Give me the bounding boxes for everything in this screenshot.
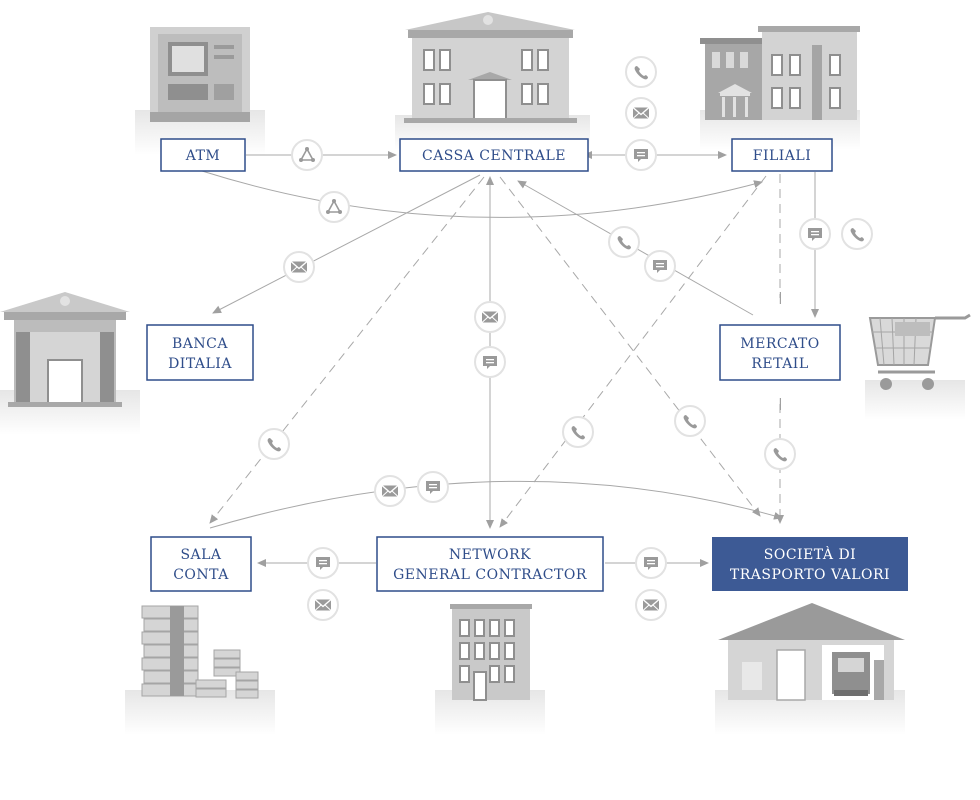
node-filiali-label: FILIALI bbox=[753, 148, 812, 164]
sala-conta-illustration bbox=[125, 605, 275, 735]
phone-icon bbox=[764, 438, 796, 470]
atm-illustration bbox=[135, 27, 265, 155]
node-atm-label: ATM bbox=[185, 148, 221, 164]
network-triangle-icon bbox=[291, 139, 323, 171]
node-mercato-retail[interactable]: MERCATO RETAIL bbox=[719, 324, 841, 381]
mail-icon bbox=[635, 589, 667, 621]
node-sala-conta[interactable]: SALA CONTA bbox=[150, 536, 252, 592]
chat-icon bbox=[417, 471, 449, 503]
node-societa[interactable]: SOCIETÀ DI TRASPORTO VALORI bbox=[712, 537, 908, 591]
node-cassa-centrale-label: CASSA CENTRALE bbox=[422, 148, 566, 164]
chat-icon bbox=[474, 346, 506, 378]
node-societa-line1: SOCIETÀ DI bbox=[764, 545, 856, 563]
phone-icon bbox=[841, 218, 873, 250]
mail-icon bbox=[307, 589, 339, 621]
mail-icon bbox=[374, 475, 406, 507]
network-triangle-icon bbox=[318, 191, 350, 223]
node-sala-conta-line1: SALA bbox=[180, 547, 221, 563]
phone-icon bbox=[562, 416, 594, 448]
node-banca-italia-line2: DITALIA bbox=[168, 356, 232, 372]
cassa-centrale-illustration bbox=[395, 12, 590, 150]
icon-badges bbox=[258, 56, 873, 621]
filiali-illustration bbox=[700, 26, 860, 150]
network-illustration bbox=[435, 604, 545, 735]
node-mercato-retail-line1: MERCATO bbox=[740, 336, 819, 352]
chat-icon bbox=[307, 547, 339, 579]
node-banca-italia[interactable]: BANCA DITALIA bbox=[146, 324, 254, 381]
node-cassa-centrale[interactable]: CASSA CENTRALE bbox=[399, 138, 589, 172]
banca-italia-illustration bbox=[0, 292, 140, 435]
chat-icon bbox=[625, 139, 657, 171]
mail-icon bbox=[625, 97, 657, 129]
mercato-retail-illustration bbox=[865, 313, 971, 420]
chat-icon bbox=[644, 250, 676, 282]
node-mercato-retail-line2: RETAIL bbox=[751, 356, 808, 372]
phone-icon bbox=[674, 405, 706, 437]
node-network-line1: NETWORK bbox=[449, 547, 531, 563]
chat-icon bbox=[799, 218, 831, 250]
node-sala-conta-line2: CONTA bbox=[173, 567, 229, 583]
node-filiali[interactable]: FILIALI bbox=[731, 138, 833, 172]
node-network[interactable]: NETWORK GENERAL CONTRACTOR bbox=[376, 536, 604, 592]
phone-icon bbox=[258, 428, 290, 460]
node-societa-line2: TRASPORTO VALORI bbox=[730, 567, 890, 583]
societa-illustration bbox=[715, 603, 905, 735]
node-atm[interactable]: ATM bbox=[160, 138, 246, 172]
phone-icon bbox=[625, 56, 657, 88]
chat-icon bbox=[635, 547, 667, 579]
node-banca-italia-line1: BANCA bbox=[172, 336, 228, 352]
phone-icon bbox=[608, 226, 640, 258]
mail-icon bbox=[474, 301, 506, 333]
mail-icon bbox=[283, 251, 315, 283]
dashed-connectors bbox=[209, 174, 784, 528]
node-network-line2: GENERAL CONTRACTOR bbox=[393, 567, 587, 583]
